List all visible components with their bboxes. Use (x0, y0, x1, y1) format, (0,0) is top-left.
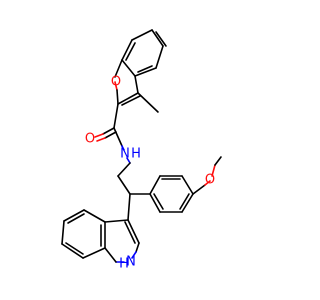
bond (211, 164, 216, 177)
bond (137, 65, 153, 73)
bond (125, 42, 136, 61)
bond (121, 39, 133, 61)
bond (179, 193, 190, 210)
bond (117, 175, 131, 195)
methoxy-group (192, 156, 222, 195)
amide-nitrogen-label: N (120, 147, 130, 162)
bond (114, 59, 123, 78)
ring-oxygen-label: O (111, 75, 121, 90)
bond (104, 219, 129, 223)
bond (102, 127, 115, 135)
indole-hydrogen-label: H (119, 257, 129, 272)
bond (149, 193, 161, 213)
bond (126, 157, 131, 164)
methoxy-oxygen-label: O (205, 173, 215, 188)
amide-group (94, 103, 125, 151)
bond (153, 193, 164, 210)
bond (149, 175, 161, 195)
bond (67, 213, 85, 224)
bond (204, 180, 211, 186)
bond (117, 92, 139, 105)
bond (63, 209, 85, 222)
carbonyl-oxygen-label: O (85, 132, 95, 147)
bond (104, 131, 117, 139)
bond (94, 133, 104, 138)
bond (181, 193, 194, 213)
bond (121, 59, 136, 77)
bond (116, 89, 119, 105)
bond (131, 29, 153, 41)
ethyl-linker (117, 157, 131, 195)
bond (121, 145, 125, 151)
methyl-bond (137, 92, 159, 113)
bond (151, 29, 164, 47)
bond (113, 127, 123, 147)
bond (121, 95, 141, 106)
bond (135, 242, 140, 253)
methoxyphenyl-ring (129, 175, 194, 213)
bond (131, 251, 137, 259)
bond (83, 209, 106, 223)
indole-nitrogen-label: N (126, 255, 136, 270)
bond (134, 67, 157, 77)
bond (61, 220, 65, 245)
bond (155, 31, 167, 47)
bond (127, 219, 140, 244)
bond (155, 45, 164, 69)
molecule-structure-diagram: O O N H O H N (61, 29, 222, 272)
bond (181, 175, 194, 195)
benzofuran-furan-ring (114, 59, 141, 106)
bond (124, 221, 136, 244)
bond (96, 137, 106, 142)
bond (61, 243, 84, 259)
bond (192, 184, 206, 195)
bond (113, 103, 119, 129)
benzofuran-benzene-ring (121, 29, 167, 77)
bond (104, 247, 117, 263)
bond (134, 75, 139, 94)
bond (114, 81, 118, 91)
bond (117, 162, 131, 177)
bond (65, 242, 84, 255)
amide-hydrogen-label: H (131, 147, 141, 162)
bond (82, 247, 106, 259)
indole-ring-system (61, 193, 140, 263)
bond (127, 193, 131, 221)
bond (214, 156, 222, 166)
